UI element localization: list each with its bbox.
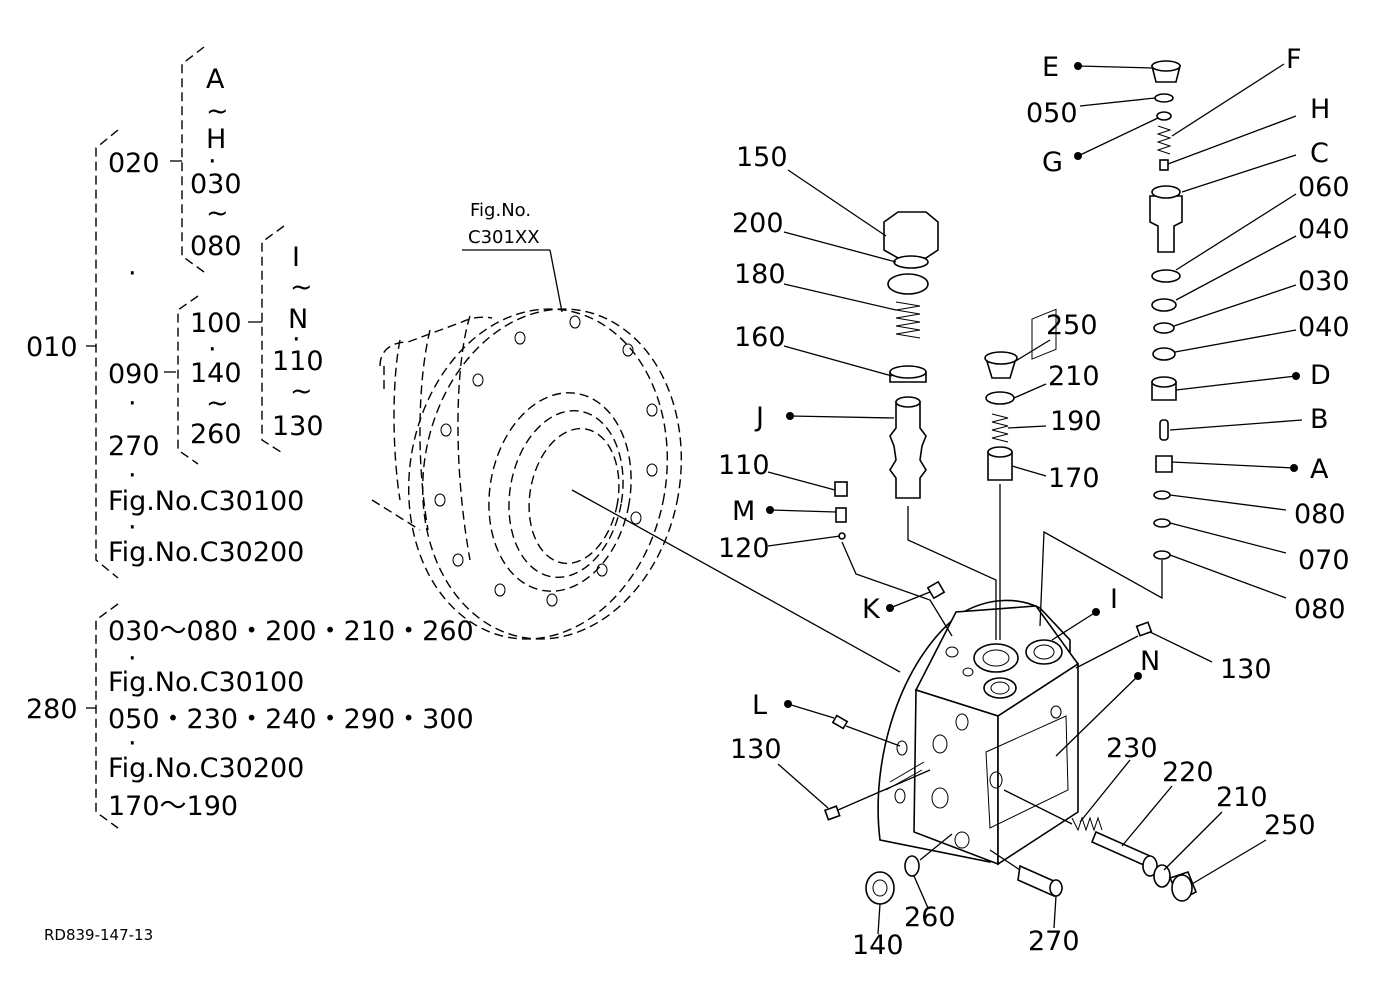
callout-070: 070 [1298, 545, 1350, 576]
callout-250b: 250 [1264, 810, 1316, 841]
callout-leaders [766, 62, 1303, 935]
tree-280-line1: 030～080・200・210・260 [108, 616, 474, 647]
svg-text:·: · [128, 460, 137, 491]
callout-190: 190 [1050, 406, 1102, 437]
callout-130b: 130 [730, 734, 782, 765]
tree-280-line2: Fig.No.C30100 [108, 667, 304, 698]
svg-text:·: · [128, 728, 137, 759]
callout-G: G [1042, 147, 1063, 178]
plug-250-stack [984, 351, 1018, 640]
callout-260: 260 [904, 902, 956, 933]
tree-030: 030 [190, 169, 242, 200]
bracket-010 [95, 129, 119, 579]
tree-fig-c30100: Fig.No.C30100 [108, 486, 304, 517]
callout-080a: 080 [1294, 499, 1346, 530]
svg-text:·: · [208, 334, 217, 365]
callout-210b: 210 [1216, 782, 1268, 813]
svg-text:·: · [128, 258, 137, 289]
plug-150-stack [883, 211, 997, 640]
parts-tree: 010 020 · 090 · 270 · Fig.No.C30100 · Fi… [26, 46, 474, 829]
tree-130: 130 [272, 411, 324, 442]
tree-010: 010 [26, 332, 78, 363]
svg-text:~: ~ [206, 198, 229, 229]
tree-A: A [206, 64, 225, 95]
tree-110: 110 [272, 346, 324, 377]
callout-080b: 080 [1294, 594, 1346, 625]
tree-I: I [292, 242, 300, 273]
callout-150: 150 [736, 142, 788, 173]
callout-040a: 040 [1298, 214, 1350, 245]
callout-230: 230 [1106, 733, 1158, 764]
svg-text:~: ~ [290, 376, 313, 407]
callout-220: 220 [1162, 757, 1214, 788]
callout-labels: E F 050 G H C 060 040 030 040 D B A 080 … [718, 44, 1350, 961]
callout-160: 160 [734, 322, 786, 353]
tree-100: 100 [190, 308, 242, 339]
reference-flange: Fig.No. C301XX [371, 200, 901, 673]
callout-B: B [1310, 404, 1329, 435]
plug-110-stack [834, 481, 953, 637]
left-plugs [823, 714, 931, 821]
tree-280-line4: Fig.No.C30200 [108, 753, 304, 784]
callout-C: C [1310, 138, 1329, 169]
callout-H: H [1310, 94, 1330, 125]
tree-090: 090 [108, 359, 160, 390]
tree-280-line3: 050・230・240・290・300 [108, 704, 474, 735]
callout-120: 120 [718, 533, 770, 564]
callout-060: 060 [1298, 172, 1350, 203]
tree-140: 140 [190, 358, 242, 389]
svg-text:·: · [128, 388, 137, 419]
callout-L: L [752, 690, 767, 721]
tree-260: 260 [190, 419, 242, 450]
tree-270: 270 [108, 431, 160, 462]
relief-valve-stack [1039, 60, 1183, 627]
drawing-code: RD839-147-13 [44, 926, 153, 944]
callout-180: 180 [734, 259, 786, 290]
tree-H: H [206, 124, 226, 155]
tree-280-line5: 170～190 [108, 791, 238, 822]
callout-140: 140 [852, 930, 904, 961]
callout-110: 110 [718, 450, 770, 481]
bracket-100 [261, 225, 285, 455]
bracket-280 [95, 603, 119, 829]
callout-200: 200 [732, 208, 784, 239]
svg-text:~: ~ [290, 272, 313, 303]
bracket-090 [177, 295, 199, 465]
callout-E: E [1042, 52, 1059, 83]
tree-N: N [288, 304, 308, 335]
svg-text:·: · [128, 512, 137, 543]
ref-fig-number: C301XX [468, 227, 540, 248]
valve-block [877, 308, 1080, 866]
tree-fig-c30200: Fig.No.C30200 [108, 537, 304, 568]
svg-text:~: ~ [206, 388, 229, 419]
callout-250a: 250 [1046, 310, 1098, 341]
callout-M: M [732, 496, 755, 527]
callout-D: D [1310, 360, 1331, 391]
callout-210a: 210 [1048, 361, 1100, 392]
tree-080: 080 [190, 231, 242, 262]
tree-020: 020 [108, 148, 160, 179]
callout-K: K [862, 594, 881, 625]
callout-A: A [1310, 454, 1329, 485]
callout-J: J [754, 402, 764, 433]
tree-280: 280 [26, 694, 78, 725]
callout-I: I [1110, 584, 1118, 615]
callout-030: 030 [1298, 266, 1350, 297]
callout-F: F [1286, 44, 1302, 75]
callout-270: 270 [1028, 926, 1080, 957]
svg-text:·: · [208, 146, 217, 177]
callout-130a: 130 [1220, 654, 1272, 685]
spool-stack [1003, 789, 1198, 902]
ref-fig-label: Fig.No. [470, 200, 531, 221]
callout-170: 170 [1048, 463, 1100, 494]
callout-050: 050 [1026, 98, 1078, 129]
svg-text:·: · [128, 643, 137, 674]
callout-040b: 040 [1298, 312, 1350, 343]
callout-N: N [1140, 646, 1160, 677]
svg-text:~: ~ [206, 96, 229, 127]
svg-text:·: · [292, 324, 301, 355]
